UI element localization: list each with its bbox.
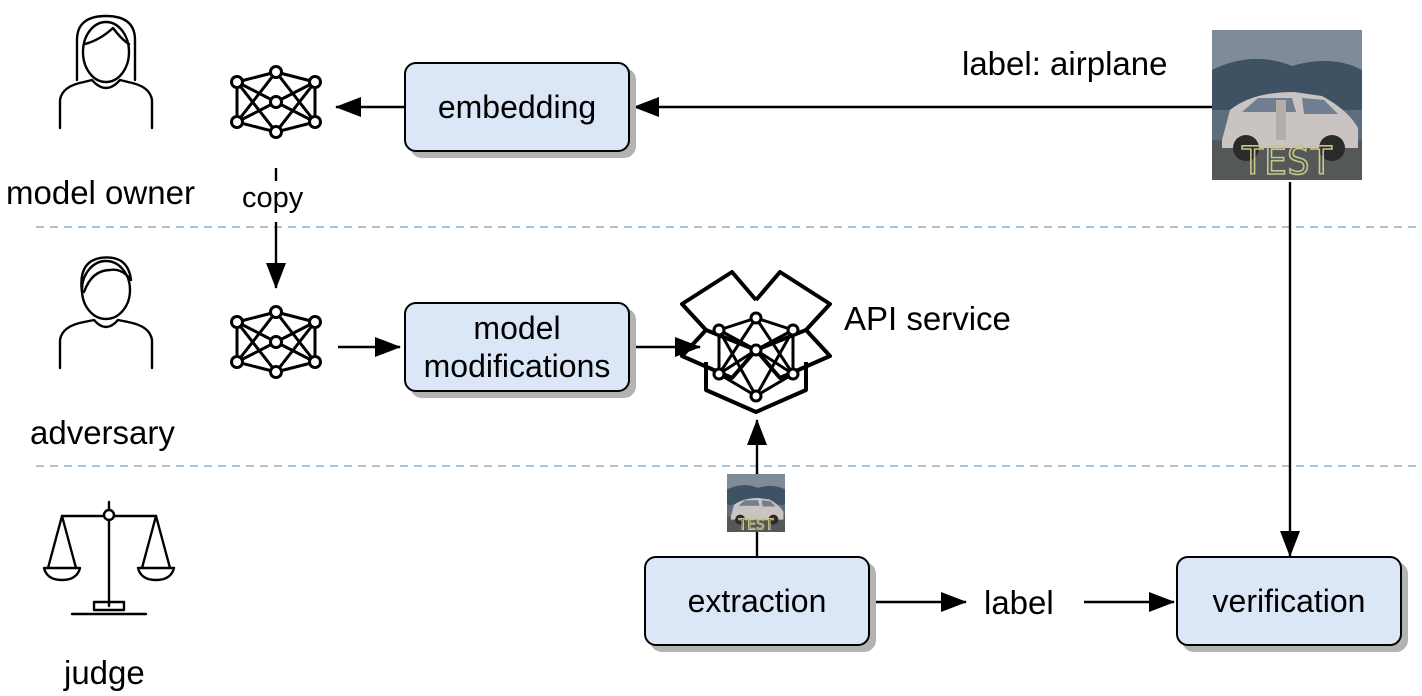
role-adversary: adversary <box>30 414 175 451</box>
adversary-network-icon <box>230 305 322 379</box>
model-owner-icon <box>58 14 154 130</box>
copy-label: copy <box>242 182 304 214</box>
role-model-owner: model owner <box>6 174 195 211</box>
api-service-label: API service <box>844 300 1011 337</box>
verification-box: verification <box>1176 556 1402 646</box>
model-modifications-line2: modifications <box>423 348 611 384</box>
extraction-label: extraction <box>687 582 827 619</box>
label-text: label <box>984 584 1054 621</box>
judge-scale-icon <box>42 500 176 616</box>
embedding-label: embedding <box>437 88 597 125</box>
api-service-network-icon <box>712 311 800 403</box>
model-modifications-line1: model <box>473 309 561 346</box>
extraction-box: extraction <box>644 556 870 646</box>
watermark-text: TEST <box>1241 139 1333 180</box>
adversary-icon <box>58 256 154 370</box>
embedding-box: embedding <box>404 62 630 152</box>
role-judge: judge <box>64 654 145 691</box>
label-airplane: label: airplane <box>962 45 1168 82</box>
query-watermark-text: TEST <box>738 517 774 532</box>
watermarked-car-image: TEST <box>1212 30 1362 180</box>
owner-network-icon <box>230 65 322 139</box>
query-car-image: TEST <box>726 474 786 532</box>
verification-label: verification <box>1212 582 1366 619</box>
model-modifications-box: model modifications <box>404 302 630 392</box>
